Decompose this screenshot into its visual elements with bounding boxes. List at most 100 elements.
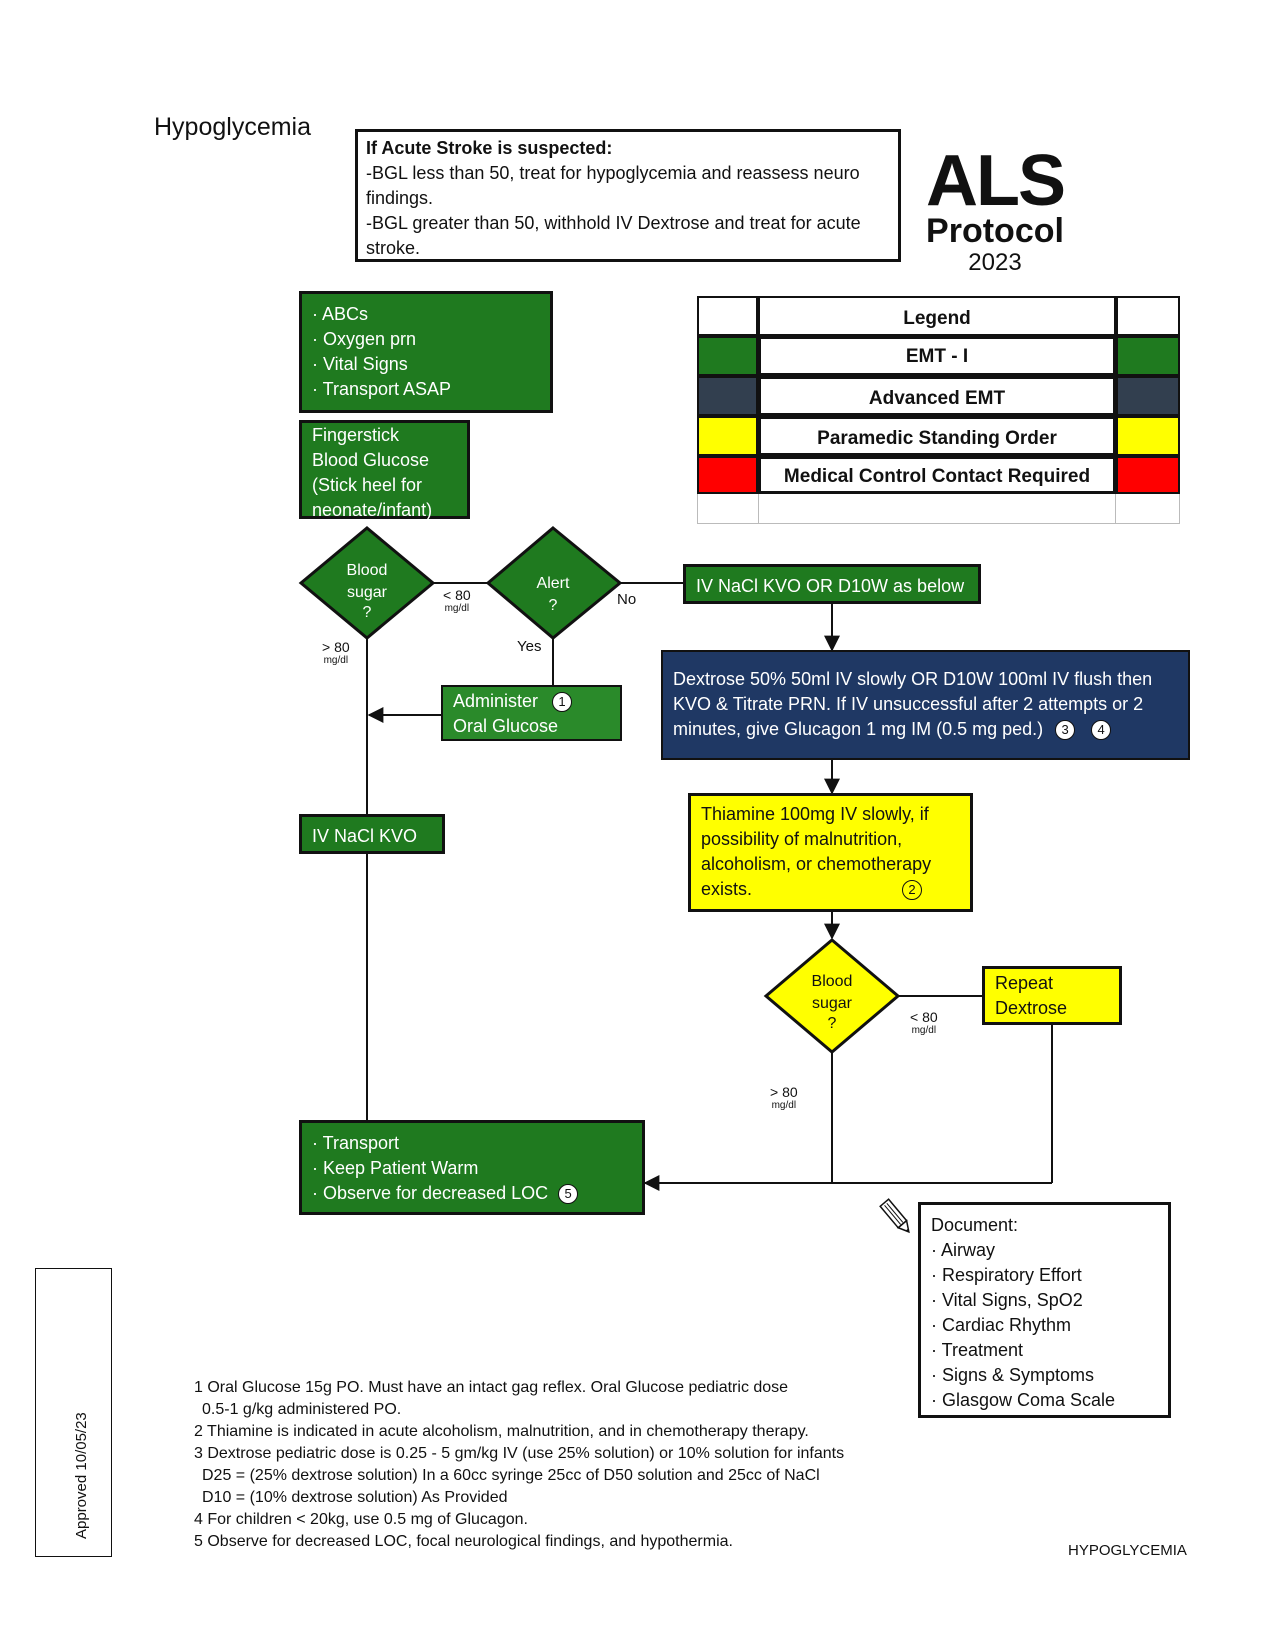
- legend-label-advanced-emt: Advanced EMT: [868, 388, 1006, 409]
- footnote-line: D25 = (25% dextrose solution) In a 60cc …: [202, 1467, 820, 1484]
- legend-row-advanced-emt: [758, 376, 1116, 416]
- legend-swatch-medical-control-right: [1116, 456, 1180, 494]
- footnote-line: D10 = (10% dextrose solution) As Provide…: [202, 1489, 508, 1506]
- decision-1-line: sugar: [346, 584, 388, 601]
- decision-2-label: Alert ?: [513, 573, 593, 617]
- legend-swatch-emt-i-right: [1116, 336, 1180, 376]
- legend-row-paramedic: [758, 416, 1116, 456]
- footnote-ref-3: 3: [1055, 720, 1076, 741]
- dextrose-line: KVO & Titrate PRN. If IV unsuccessful af…: [673, 694, 1144, 714]
- edge-label-no: No: [617, 591, 637, 608]
- decision-1-line: ?: [362, 604, 372, 621]
- thiamine-line: possibility of malnutrition,: [701, 829, 903, 849]
- approval-box: Approved 10/05/23: [35, 1268, 112, 1557]
- iv-nacl-kvo-text: IV NaCl KVO: [312, 826, 418, 846]
- footnote-line: 1 Oral Glucose 15g PO. Must have an inta…: [194, 1379, 789, 1396]
- footnote-line: 3 Dextrose pediatric dose is 0.25 - 5 gm…: [194, 1445, 845, 1462]
- decision-2-line: Alert: [536, 575, 570, 592]
- legend-label-paramedic: Paramedic Standing Order: [817, 428, 1057, 449]
- footnote-line: 4 For children < 20kg, use 0.5 mg of Glu…: [194, 1511, 528, 1528]
- iv-d10w-text: IV NaCl KVO OR D10W as below: [696, 576, 965, 596]
- decision-1-label: Blood sugar ?: [327, 560, 407, 622]
- document-item: · Signs & Symptoms: [931, 1365, 1095, 1385]
- edge-label-unit: mg/dl: [444, 603, 470, 614]
- thiamine-box: Thiamine 100mg IV slowly, if possibility…: [688, 793, 973, 912]
- logo-protocol: Protocol: [926, 212, 1064, 250]
- footnote-ref-4: 4: [1091, 720, 1112, 741]
- legend-swatch-advanced-emt: [697, 376, 758, 416]
- als-logo: ALS Protocol 2023: [920, 141, 1070, 278]
- approval-date: Approved 10/05/23: [73, 1412, 90, 1539]
- legend-swatch-advanced-emt-right: [1116, 376, 1180, 416]
- footnotes: 1 Oral Glucose 15g PO. Must have an inta…: [194, 1377, 844, 1553]
- edge-label-value: > 80: [322, 639, 350, 655]
- legend-swatch-paramedic: [697, 416, 758, 456]
- logo-year: 2023: [968, 249, 1022, 276]
- decision-1-line: Blood: [346, 562, 388, 579]
- transport-item: · Keep Patient Warm: [312, 1158, 479, 1178]
- transport-box: · Transport · Keep Patient Warm · Observ…: [299, 1120, 645, 1215]
- legend-title-cell: [758, 296, 1116, 336]
- edge-label-value: < 80: [910, 1009, 938, 1025]
- legend-swatch-emt-i: [697, 336, 758, 376]
- legend-top-right: [1116, 296, 1180, 336]
- fingerstick-line: (Stick heel for: [312, 475, 423, 495]
- initial-item: · Oxygen prn: [312, 329, 417, 349]
- document-item: · Treatment: [931, 1340, 1024, 1360]
- document-item: · Cardiac Rhythm: [931, 1315, 1072, 1335]
- footnote-line: 5 Observe for decreased LOC, focal neuro…: [194, 1533, 733, 1550]
- dextrose-line: Dextrose 50% 50ml IV slowly OR D10W 100m…: [673, 669, 1153, 689]
- legend-empty-row: [758, 494, 1116, 524]
- stroke-line: -BGL less than 50, treat for hypoglycemi…: [366, 163, 860, 183]
- legend-top-left: [697, 296, 758, 336]
- initial-assessment-box: · ABCs · Oxygen prn · Vital Signs · Tran…: [299, 291, 553, 413]
- dextrose-box: Dextrose 50% 50ml IV slowly OR D10W 100m…: [661, 650, 1190, 760]
- dextrose-line: minutes, give Glucagon 1 mg IM (0.5 mg p…: [673, 717, 1178, 742]
- repeat-dextrose-line: Dextrose: [995, 998, 1068, 1018]
- footnote-ref-5: 5: [558, 1184, 579, 1205]
- edge-label-le80-bottom: < 80 mg/dl: [910, 1009, 938, 1037]
- legend-row-medical-control: [758, 456, 1116, 494]
- initial-item: · Transport ASAP: [312, 379, 452, 399]
- edge-label-yes: Yes: [517, 638, 542, 655]
- fingerstick-line: neonate/infant): [312, 500, 433, 520]
- edge-label-unit: mg/dl: [771, 1100, 797, 1111]
- initial-item: · Vital Signs: [312, 354, 408, 374]
- legend-label-medical-control: Medical Control Contact Required: [783, 466, 1091, 487]
- document-title: Document:: [931, 1215, 1019, 1235]
- fingerstick-box: Fingerstick Blood Glucose (Stick heel fo…: [299, 420, 470, 520]
- decision-3-diamond: [763, 938, 901, 1054]
- iv-d10w-box: IV NaCl KVO OR D10W as below: [683, 564, 981, 604]
- fingerstick-line: Blood Glucose: [312, 450, 430, 470]
- footnote-ref-2: 2: [902, 880, 923, 901]
- legend-label-emt-i: EMT - I: [905, 346, 969, 367]
- legend-swatch-medical-control: [697, 456, 758, 494]
- stroke-line: -BGL greater than 50, withhold IV Dextro…: [366, 213, 861, 233]
- legend-row-emt-i: [758, 336, 1116, 376]
- initial-item: · ABCs: [312, 304, 369, 324]
- stroke-line: findings.: [366, 188, 434, 208]
- decision-3-line: Blood: [811, 973, 853, 990]
- pencil-icon: [879, 1198, 910, 1234]
- stroke-heading: If Acute Stroke is suspected:: [366, 138, 613, 158]
- logo-als: ALS: [926, 141, 1066, 221]
- decision-2-diamond: [485, 526, 623, 640]
- oral-glucose-line: Oral Glucose: [453, 716, 559, 736]
- repeat-dextrose-box: Repeat Dextrose: [982, 966, 1122, 1025]
- edge-label-value: > 80: [770, 1084, 798, 1100]
- edge-label-unit: mg/dl: [911, 1025, 937, 1036]
- stroke-warning-box: If Acute Stroke is suspected: -BGL less …: [355, 129, 901, 262]
- decision-2-line: ?: [548, 597, 558, 614]
- thiamine-line: exists.2: [701, 877, 960, 902]
- footer-label: HYPOGLYCEMIA: [1068, 1542, 1187, 1559]
- document-box: Document: · Airway · Respiratory Effort …: [918, 1202, 1171, 1418]
- fingerstick-line: Fingerstick: [312, 425, 400, 445]
- edge-label-gt80-left: > 80 mg/dl: [322, 639, 350, 667]
- document-item: · Glasgow Coma Scale: [931, 1390, 1116, 1410]
- decision-3-label: Blood sugar ?: [792, 971, 872, 1033]
- decision-3-line: sugar: [811, 995, 853, 1012]
- thiamine-line: alcoholism, or chemotherapy: [701, 854, 932, 874]
